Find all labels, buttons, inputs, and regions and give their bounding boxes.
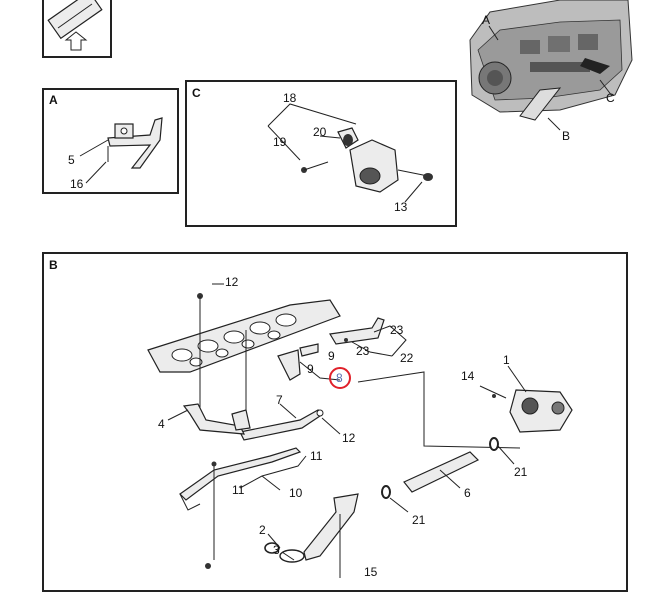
callout-15: 15	[364, 565, 378, 579]
orientation-icon	[47, 0, 103, 51]
panel-a-pipe	[79, 117, 163, 184]
callout-19: 19	[273, 135, 287, 149]
pipe-4	[167, 403, 251, 435]
engine-callout-b: B	[562, 129, 571, 143]
panel-a-label: A	[49, 93, 58, 107]
engine-illustration	[469, 0, 633, 131]
water-pump-1	[479, 365, 573, 433]
callout-9-lower: 9	[307, 362, 314, 376]
panel-c-assembly	[267, 103, 433, 203]
callout-3: 3	[273, 543, 280, 557]
callout-10: 10	[289, 486, 303, 500]
engine-callout-a: A	[482, 13, 491, 27]
panel-b-label: B	[49, 258, 58, 272]
callout-7: 7	[276, 393, 283, 407]
oil-pickup-15	[264, 493, 359, 578]
callout-8: 8	[336, 371, 343, 385]
callout-23-lower: 23	[356, 344, 370, 358]
callout-21-lower: 21	[412, 513, 426, 527]
callout-21-upper: 21	[514, 465, 528, 479]
callout-18: 18	[283, 91, 297, 105]
manifold-plate	[147, 299, 341, 373]
engine-callout-c: C	[606, 91, 615, 105]
brackets-23-22	[329, 317, 407, 357]
panel-c-frame	[185, 80, 457, 227]
callout-4: 4	[158, 417, 165, 431]
callout-2: 2	[259, 523, 266, 537]
callout-20: 20	[313, 125, 327, 139]
callout-11-right: 11	[310, 449, 323, 463]
callout-23-upper: 23	[390, 323, 404, 337]
highlight-ring	[329, 367, 351, 389]
callout-9-upper: 9	[328, 349, 335, 363]
callout-6: 6	[464, 486, 471, 500]
callout-12-top: 12	[225, 275, 239, 289]
callout-5: 5	[68, 153, 75, 167]
callout-16: 16	[70, 177, 84, 191]
callout-12-mid: 12	[342, 431, 356, 445]
callout-11-left: 11	[232, 483, 245, 497]
callout-1: 1	[503, 353, 510, 367]
tube-6	[403, 451, 480, 493]
callout-13: 13	[394, 200, 408, 214]
panel-c-label: C	[192, 86, 201, 100]
callout-22: 22	[400, 351, 414, 365]
diagram-drawing	[47, 0, 633, 578]
pipe-10	[179, 447, 307, 560]
tube-7	[239, 403, 341, 441]
callout-14: 14	[461, 369, 475, 383]
bolt-12-top	[197, 283, 247, 420]
